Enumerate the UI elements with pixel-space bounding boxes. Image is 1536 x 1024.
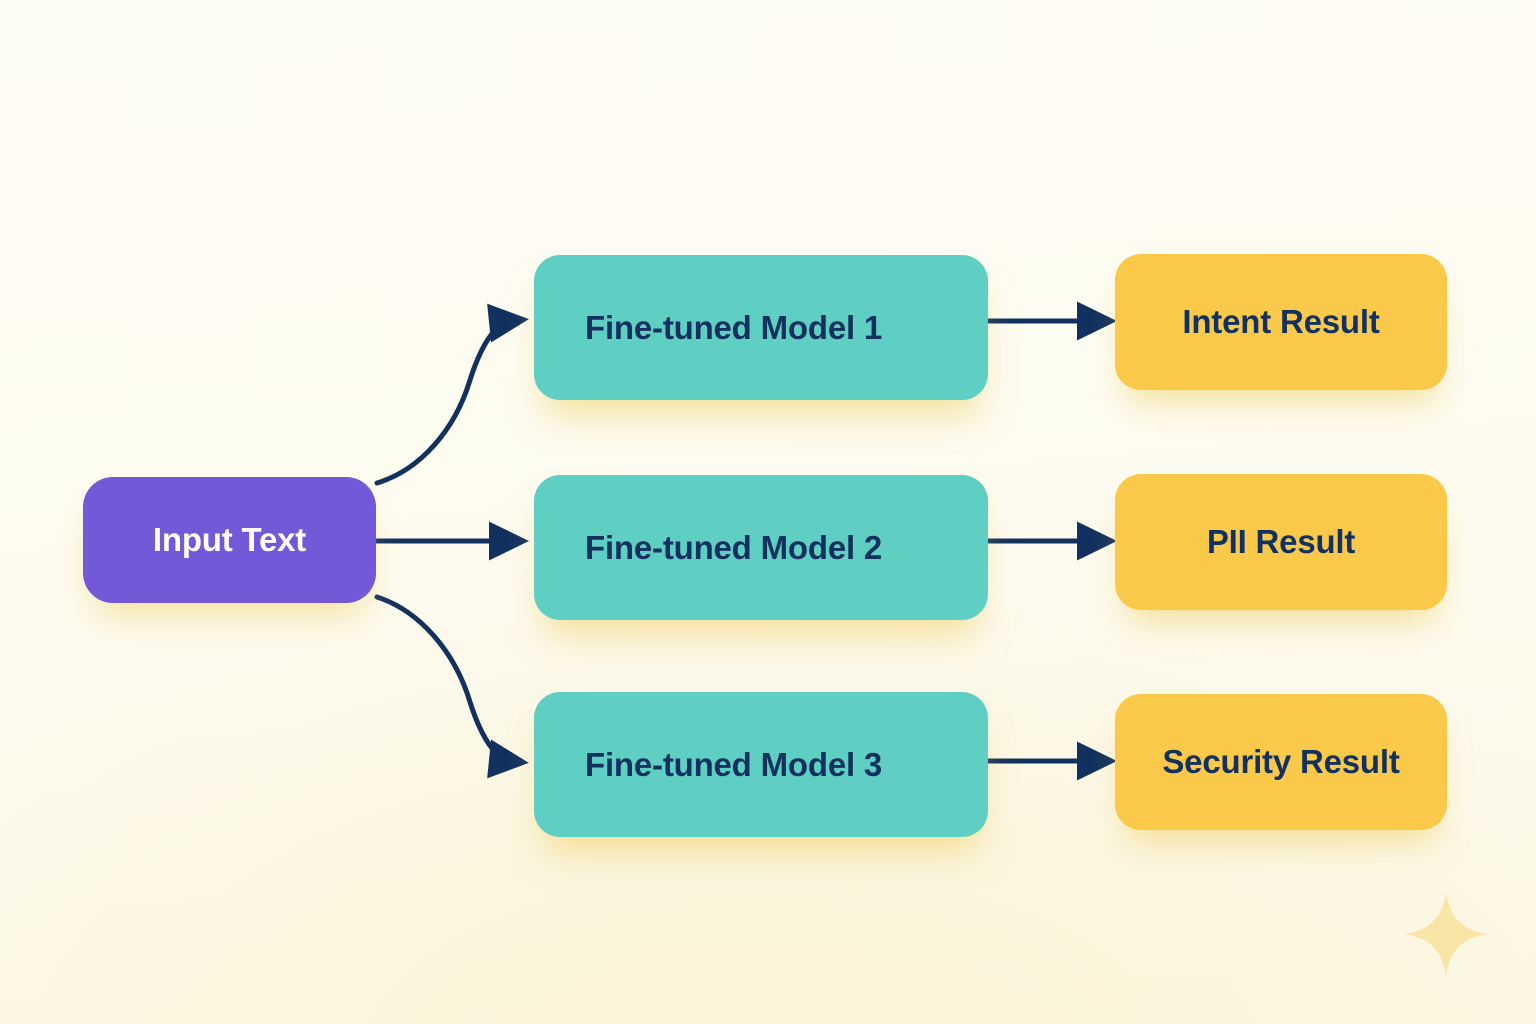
node-security-result[interactable]: Security Result bbox=[1115, 694, 1447, 830]
edge-input-to-model-1 bbox=[374, 303, 529, 486]
node-input-text-label: Input Text bbox=[152, 521, 307, 558]
node-intent-result-label: Intent Result bbox=[1182, 303, 1380, 340]
node-intent-result[interactable]: Intent Result bbox=[1115, 254, 1447, 390]
node-security-result-label: Security Result bbox=[1162, 743, 1400, 780]
node-fine-tuned-model-1[interactable]: Fine-tuned Model 1 bbox=[534, 255, 988, 400]
node-fine-tuned-model-3[interactable]: Fine-tuned Model 3 bbox=[534, 692, 988, 837]
node-fine-tuned-model-2-label: Fine-tuned Model 2 bbox=[585, 528, 883, 566]
node-fine-tuned-model-2[interactable]: Fine-tuned Model 2 bbox=[534, 475, 988, 620]
edge-input-to-model-3 bbox=[374, 594, 529, 779]
node-fine-tuned-model-1-label: Fine-tuned Model 1 bbox=[585, 308, 883, 346]
node-pii-result-label: PII Result bbox=[1206, 523, 1356, 560]
node-input-text[interactable]: Input Text bbox=[83, 477, 376, 603]
sparkle-icon bbox=[1404, 892, 1488, 976]
node-pii-result[interactable]: PII Result bbox=[1115, 474, 1447, 610]
node-fine-tuned-model-3-label: Fine-tuned Model 3 bbox=[585, 745, 883, 783]
